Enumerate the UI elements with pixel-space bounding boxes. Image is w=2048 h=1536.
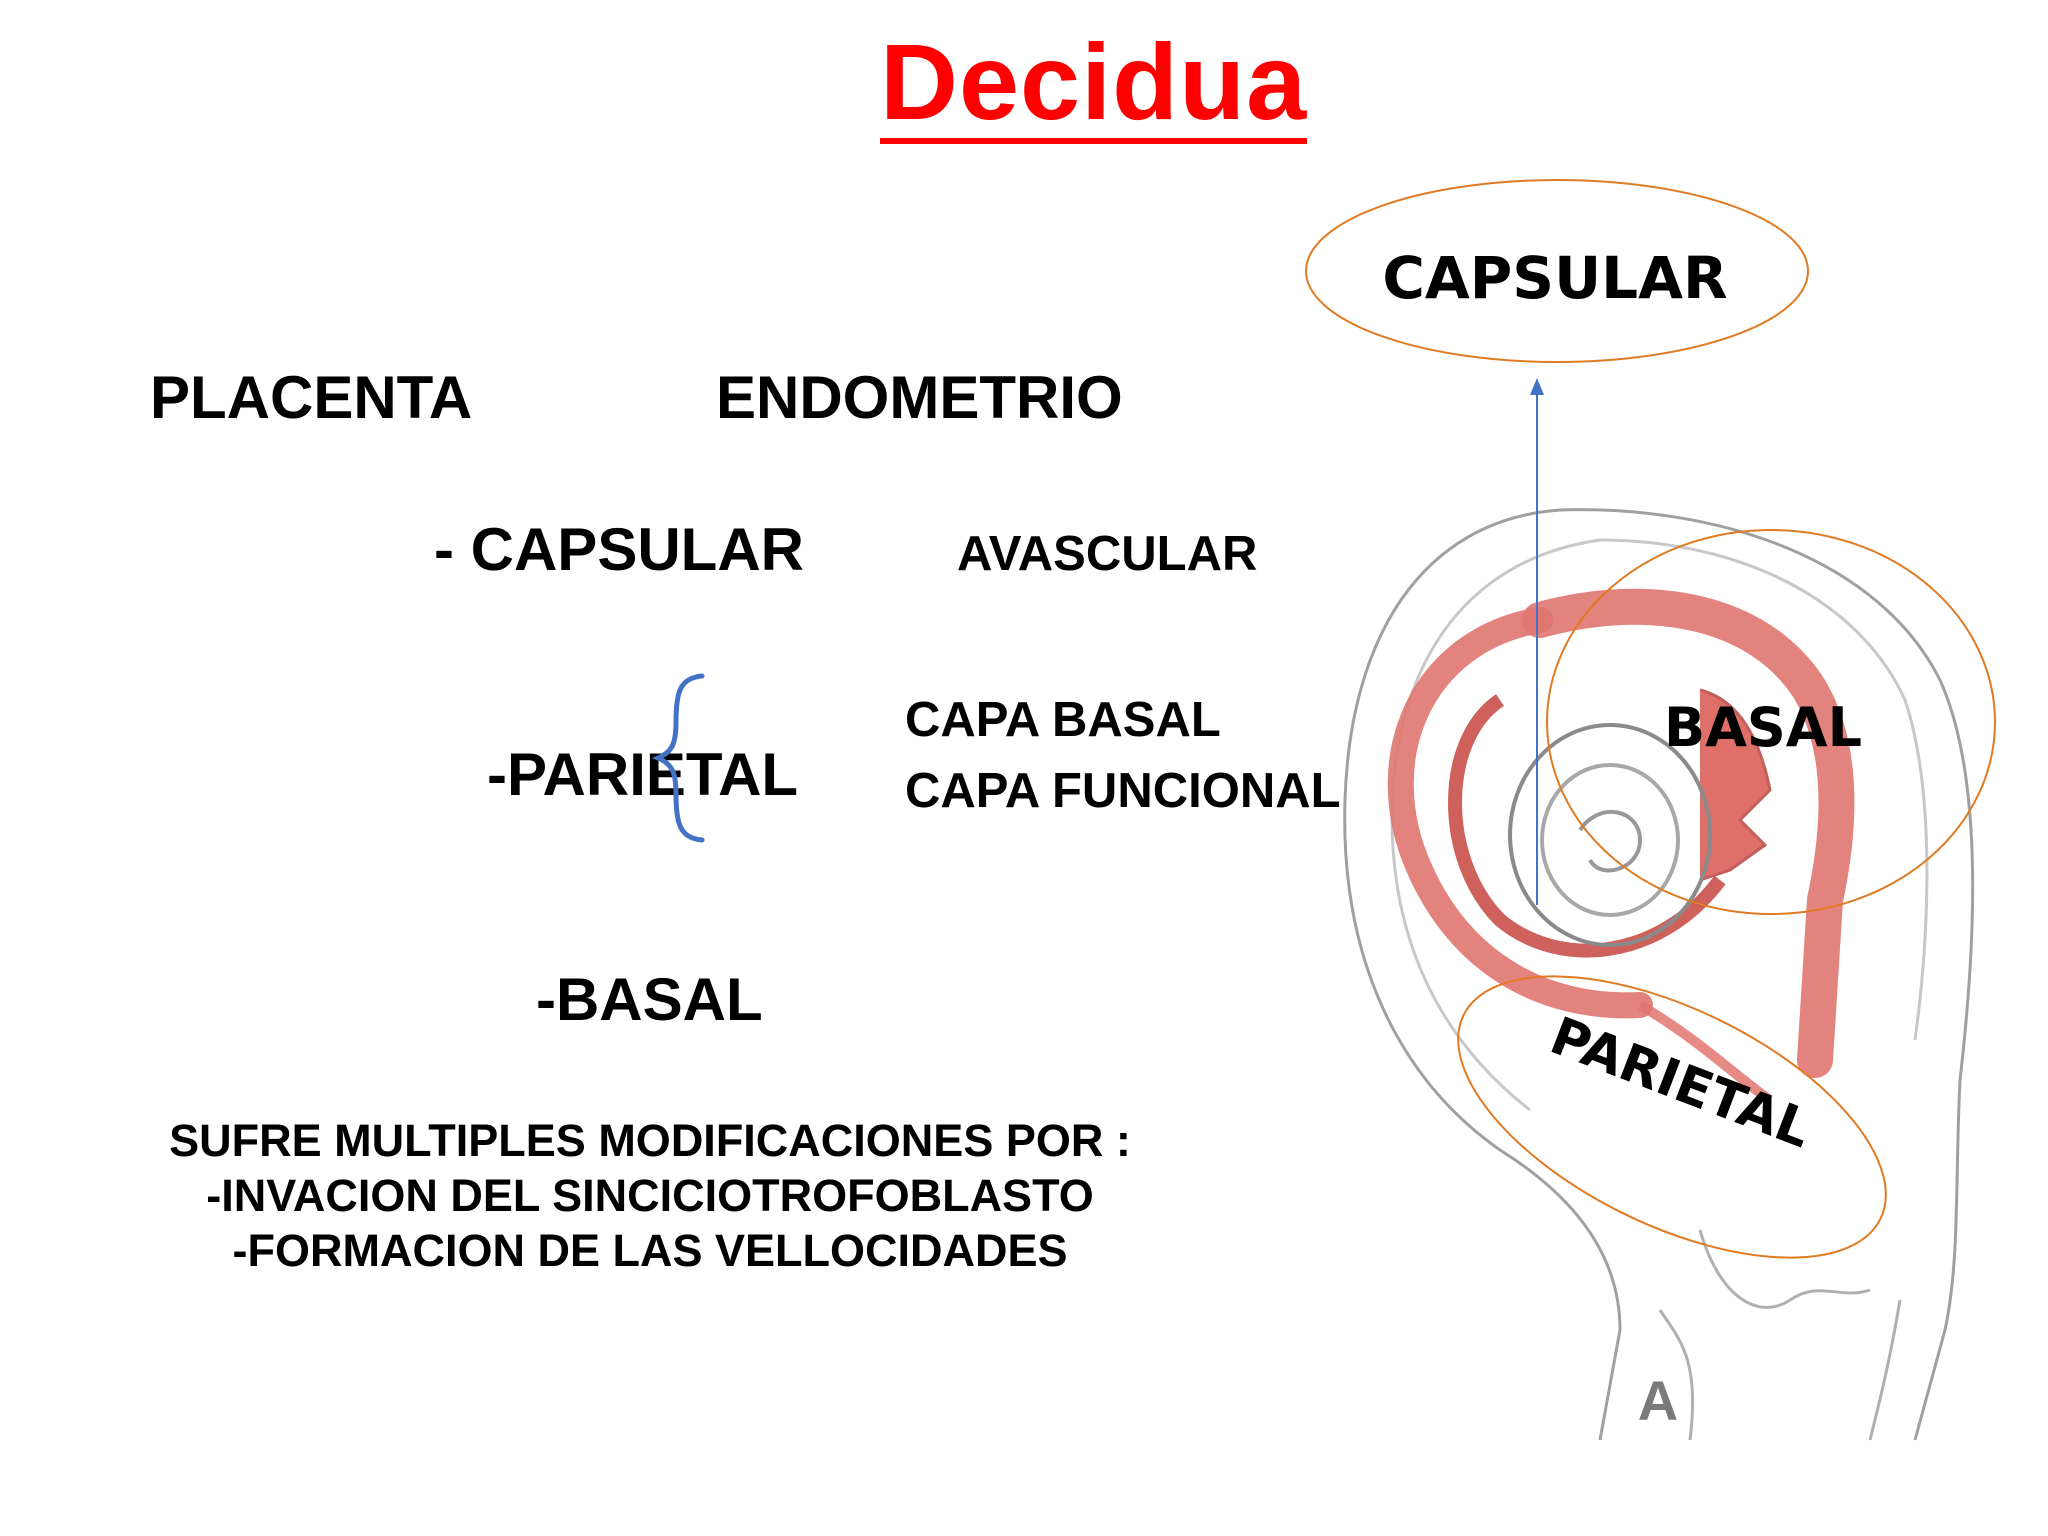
decidua-band [1387,588,1855,1105]
basal-item: -BASAL [536,966,763,1033]
capa-funcional-label: CAPA FUNCIONAL [905,764,1341,818]
endometrio-header: ENDOMETRIO [716,364,1123,431]
avascular-note: AVASCULAR [957,527,1258,581]
curly-brace-icon [651,673,705,843]
capa-basal-label: CAPA BASAL [905,693,1221,747]
parietal-item: -PARIETAL [487,741,799,808]
notes-line-3: -FORMACION DE LAS VELLOCIDADES [232,1225,1068,1276]
capsular-item: - CAPSULAR [434,516,804,583]
basal-ellipse [1546,529,1996,915]
placenta-header: PLACENTA [150,364,473,431]
slide-title: Decidua [880,21,1308,144]
notes-line-1: SUFRE MULTIPLES MODIFICACIONES POR : [169,1115,1131,1166]
embryo-sketch [1508,723,1712,947]
uterus-outline [1343,508,1975,1441]
parietal-ellipse [1457,975,1887,1259]
arrow-up-icon [1530,378,1544,395]
capsular-ellipse [1305,179,1809,363]
capsular-callout: CAPSULAR [1382,244,1727,312]
basal-callout: BASAL [1664,696,1862,759]
figure-letter: A [1638,1369,1678,1432]
notes-line-2: -INVACION DEL SINCICIOTROFOBLASTO [206,1170,1094,1221]
